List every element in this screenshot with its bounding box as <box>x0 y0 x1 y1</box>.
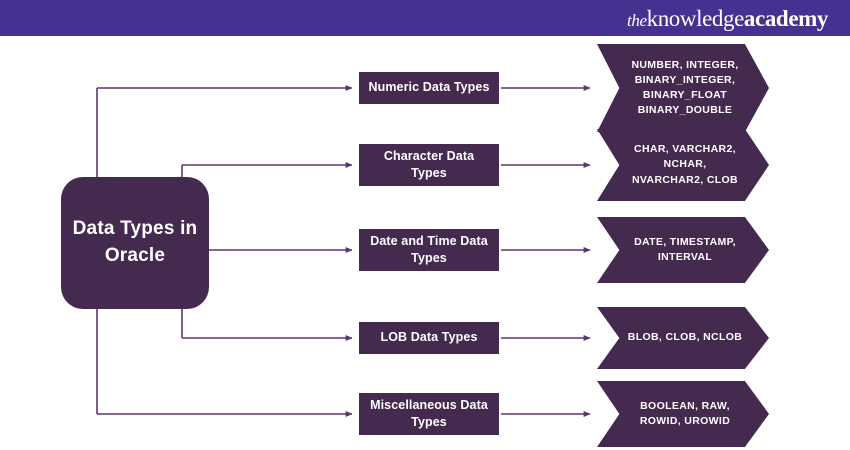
values-chevron-date-time[interactable]: DATE, TIMESTAMP, INTERVAL <box>597 217 769 283</box>
values-label-character: CHAR, VARCHAR2, NCHAR, NVARCHAR2, CLOB <box>632 143 738 186</box>
category-box-numeric[interactable]: Numeric Data Types <box>359 72 499 104</box>
category-label-numeric: Numeric Data Types <box>368 80 490 95</box>
brand-logo-academy: academy <box>743 5 828 31</box>
values-label-numeric: NUMBER, INTEGER, BINARY_INTEGER, BINARY_… <box>631 58 739 117</box>
category-box-date-time[interactable]: Date and Time Data Types <box>359 229 499 271</box>
values-chevron-miscellaneous[interactable]: BOOLEAN, RAW, ROWID, UROWID <box>597 381 769 447</box>
category-label-lob: LOB Data Types <box>380 330 478 345</box>
category-label-date-time: Date and Time Data Types <box>370 233 488 265</box>
category-label-character: Character Data Types <box>383 148 475 180</box>
values-label-date-time: DATE, TIMESTAMP, INTERVAL <box>634 235 736 263</box>
header-band: theknowledgeacademy <box>0 0 850 36</box>
category-box-character[interactable]: Character Data Types <box>359 144 499 186</box>
brand-logo: theknowledgeacademy <box>627 7 828 30</box>
brand-logo-the: the <box>627 10 647 30</box>
root-node-data-types-in-oracle[interactable]: Data Types in Oracle <box>61 177 209 309</box>
root-node-label: Data Types in Oracle <box>72 218 198 266</box>
values-chevron-numeric[interactable]: NUMBER, INTEGER, BINARY_INTEGER, BINARY_… <box>597 44 769 132</box>
category-label-miscellaneous: Miscellaneous Data Types <box>370 397 488 429</box>
diagram-canvas: Data Types in Oracle Numeric Data Types … <box>0 36 850 450</box>
values-label-miscellaneous: BOOLEAN, RAW, ROWID, UROWID <box>639 399 731 427</box>
values-label-lob: BLOB, CLOB, NCLOB <box>627 331 743 344</box>
category-box-lob[interactable]: LOB Data Types <box>359 322 499 354</box>
values-chevron-character[interactable]: CHAR, VARCHAR2, NCHAR, NVARCHAR2, CLOB <box>597 129 769 201</box>
brand-logo-knowledge: knowledge <box>646 5 745 31</box>
values-chevron-lob[interactable]: BLOB, CLOB, NCLOB <box>597 307 769 369</box>
category-box-miscellaneous[interactable]: Miscellaneous Data Types <box>359 393 499 435</box>
